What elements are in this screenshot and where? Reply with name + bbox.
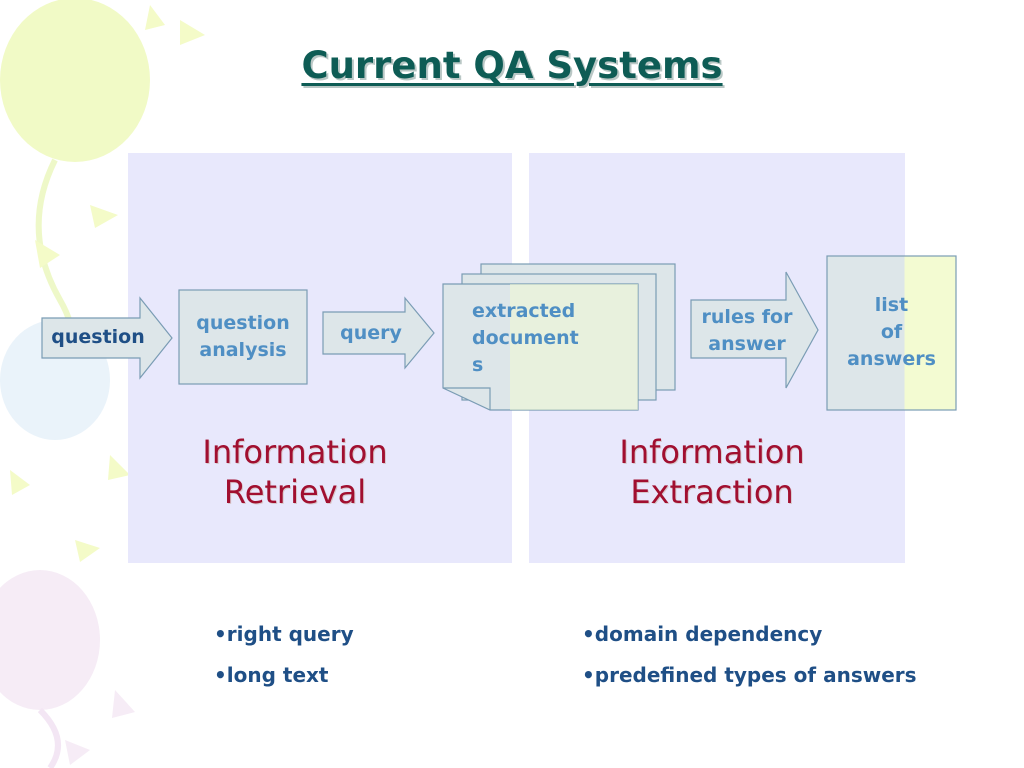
information-extraction-heading: Information Extraction xyxy=(619,433,805,511)
extraction-note: •predefined types of answers xyxy=(582,663,917,687)
star-decoration xyxy=(180,20,205,45)
rules-arrow xyxy=(690,271,819,389)
page-title: Current QA Systems xyxy=(301,44,723,87)
star-decoration xyxy=(145,5,165,30)
star-decoration xyxy=(108,455,130,480)
information-retrieval-heading: Information Retrieval xyxy=(202,433,388,511)
rules-for-answer-label: rules for answer xyxy=(701,306,793,355)
star-decoration xyxy=(75,540,100,562)
question-analysis-label: question analysis xyxy=(196,312,290,361)
star-decoration xyxy=(112,690,135,718)
balloon-pink xyxy=(0,570,100,710)
question-analysis-box xyxy=(178,289,308,385)
balloon-yellow-top xyxy=(0,0,150,162)
retrieval-note: •long text xyxy=(214,663,329,687)
document-fold xyxy=(443,387,491,410)
star-decoration xyxy=(10,470,30,495)
question-label: question xyxy=(51,326,145,348)
star-decoration xyxy=(90,205,118,228)
balloon-string-lower xyxy=(37,707,61,768)
question-arrow xyxy=(41,296,173,380)
query-label: query xyxy=(340,322,402,344)
list-of-answers-label: list of answers xyxy=(847,294,936,370)
star-decoration xyxy=(65,740,90,765)
retrieval-note: •right query xyxy=(214,622,354,646)
extracted-documents-label: extracted document s xyxy=(472,300,579,376)
document-highlight xyxy=(510,284,638,410)
star-decoration xyxy=(35,240,60,268)
query-arrow xyxy=(322,296,435,370)
extraction-note: •domain dependency xyxy=(582,622,823,646)
list-of-answers-box xyxy=(826,255,957,411)
